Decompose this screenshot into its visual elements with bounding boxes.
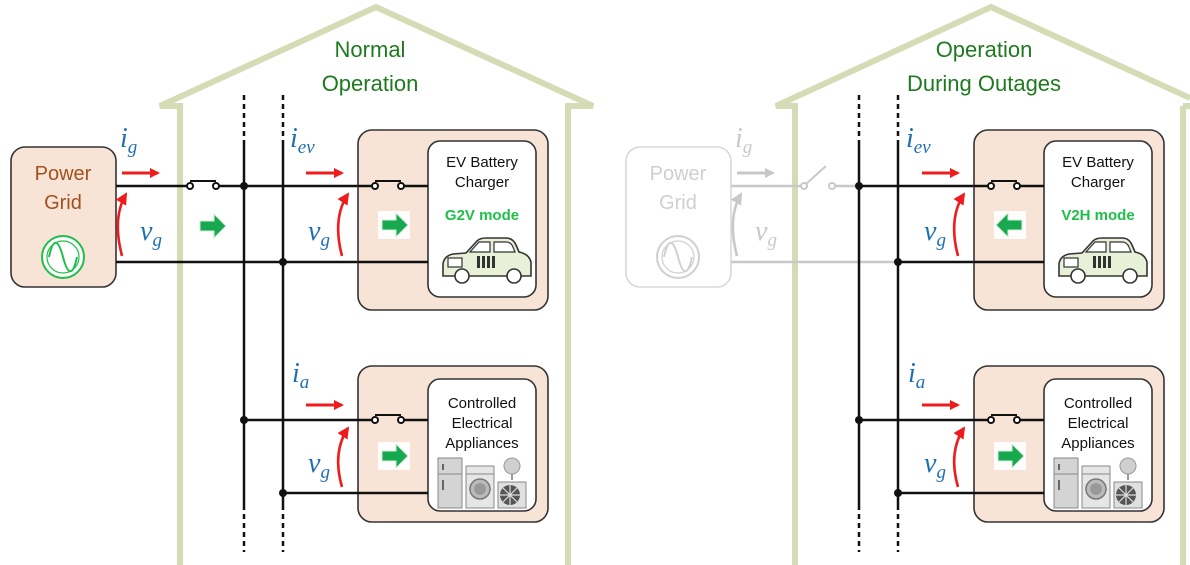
appliance-current-label: ia — [908, 358, 925, 393]
grid-power-flow-arrow — [195, 211, 229, 241]
ev-charger-label-line1: EV Battery — [1062, 154, 1134, 171]
grid-current-label: ig — [120, 123, 137, 158]
ev-charger-label-line2: Charger — [455, 174, 509, 191]
appliance-label-line3: Appliances — [445, 435, 518, 452]
ev-power-flow-arrow — [993, 210, 1027, 240]
ev-current-label: iev — [290, 123, 315, 158]
grid-voltage-arrow — [730, 192, 743, 257]
appliance-label-line2: Electrical — [1068, 415, 1129, 432]
appliance-power-flow-arrow — [993, 441, 1027, 471]
grid-voltage-label: vg — [140, 216, 162, 251]
ev-power-flow-arrow — [377, 210, 411, 240]
appliance-voltage-label: vg — [308, 448, 330, 483]
panel-title-line1: Normal — [335, 37, 406, 62]
grid-breaker-closed — [186, 180, 220, 190]
power-grid-box — [10, 146, 117, 288]
ac-source-icon — [41, 235, 85, 279]
grid-breaker-open — [800, 165, 836, 190]
appliance-voltage-arrow — [336, 426, 350, 488]
panel-title-line1: Operation — [936, 37, 1033, 62]
appliance-label-line2: Electrical — [452, 415, 513, 432]
appliances-icon — [1053, 457, 1143, 509]
panel-title-line2: Operation — [322, 71, 419, 96]
appliance-breaker-closed — [987, 414, 1021, 424]
panel-title-line2: During Outages — [907, 71, 1061, 96]
power-grid-label-line2: Grid — [659, 192, 697, 214]
appliance-label-line3: Appliances — [1061, 435, 1134, 452]
ac-source-icon — [656, 235, 700, 279]
ev-breaker-closed — [987, 180, 1021, 190]
ev-current-label: iev — [906, 123, 931, 158]
ev-mode-label: G2V mode — [445, 207, 519, 224]
grid-voltage-label: vg — [755, 216, 777, 251]
ev-mode-label: V2H mode — [1061, 207, 1134, 224]
power-grid-label-line1: Power — [650, 163, 707, 185]
ev-voltage-label: vg — [924, 216, 946, 251]
appliance-label-line1: Controlled — [448, 395, 516, 412]
ev-voltage-arrow — [952, 192, 966, 257]
appliance-voltage-arrow — [952, 426, 966, 488]
ev-charger-label-line2: Charger — [1071, 174, 1125, 191]
right-panel: Operation During Outages Power Grid ig v… — [625, 3, 1190, 565]
appliance-current-label: ia — [292, 358, 309, 393]
house-outline — [158, 3, 595, 565]
appliances-icon — [437, 457, 527, 509]
grid-voltage-arrow — [115, 192, 128, 257]
left-panel: Normal Operation Power Grid — [10, 3, 595, 565]
power-grid-box — [625, 146, 732, 288]
power-grid-label-line1: Power — [35, 163, 92, 185]
grid-current-label: ig — [735, 123, 752, 158]
house-outline — [774, 3, 1190, 565]
appliance-power-flow-arrow — [377, 441, 411, 471]
ev-voltage-label: vg — [308, 216, 330, 251]
appliance-label-line1: Controlled — [1064, 395, 1132, 412]
power-grid-label-line2: Grid — [44, 192, 82, 214]
appliance-voltage-label: vg — [924, 448, 946, 483]
ev-charger-label-line1: EV Battery — [446, 154, 518, 171]
ev-voltage-arrow — [336, 192, 350, 257]
